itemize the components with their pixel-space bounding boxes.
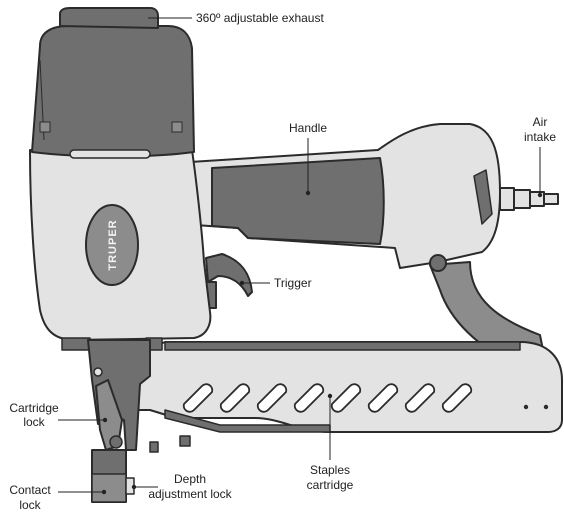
cartridge-rivet (543, 404, 549, 410)
cartridge-slot (182, 383, 214, 413)
cartridge-slot (219, 383, 251, 413)
cartridge-slots (182, 383, 473, 413)
label-handle: Handle (289, 121, 327, 135)
brand-oval (85, 204, 139, 286)
brand-logo-text: TRUPER (107, 219, 119, 270)
label-cartridge-lock-line1: Cartridge (9, 401, 59, 415)
label-cartridge-lock-line2: lock (23, 415, 45, 429)
cartridge-rivet (523, 404, 529, 410)
cartridge-slot (330, 383, 362, 413)
cartridge-slot (404, 383, 436, 413)
label-staples-cartridge-line1: Staples (310, 463, 350, 477)
label-contact-lock-line2: lock (19, 498, 41, 512)
exhaust-cap (59, 7, 159, 29)
label-trigger: Trigger (274, 276, 312, 290)
cartridge-slot (367, 383, 399, 413)
trigger (205, 253, 253, 297)
cartridge-slot (441, 383, 473, 413)
callout-leaders (58, 17, 543, 495)
motor-cap (31, 25, 195, 158)
cartridge-slot (293, 383, 325, 413)
handle-grip (211, 157, 385, 245)
label-air-intake-line2: intake (524, 130, 556, 144)
label-depth-lock-line2: adjustment lock (148, 487, 232, 501)
cartridge-slot (256, 383, 288, 413)
label-depth-lock-line1: Depth (174, 472, 206, 486)
label-exhaust: 360º adjustable exhaust (196, 11, 324, 25)
handle-knob (429, 254, 447, 272)
air-fitting (473, 169, 559, 225)
label-air-intake-line1: Air (533, 115, 548, 129)
label-contact-lock-line1: Contact (9, 483, 51, 497)
label-staples-cartridge-line2: cartridge (307, 478, 354, 492)
